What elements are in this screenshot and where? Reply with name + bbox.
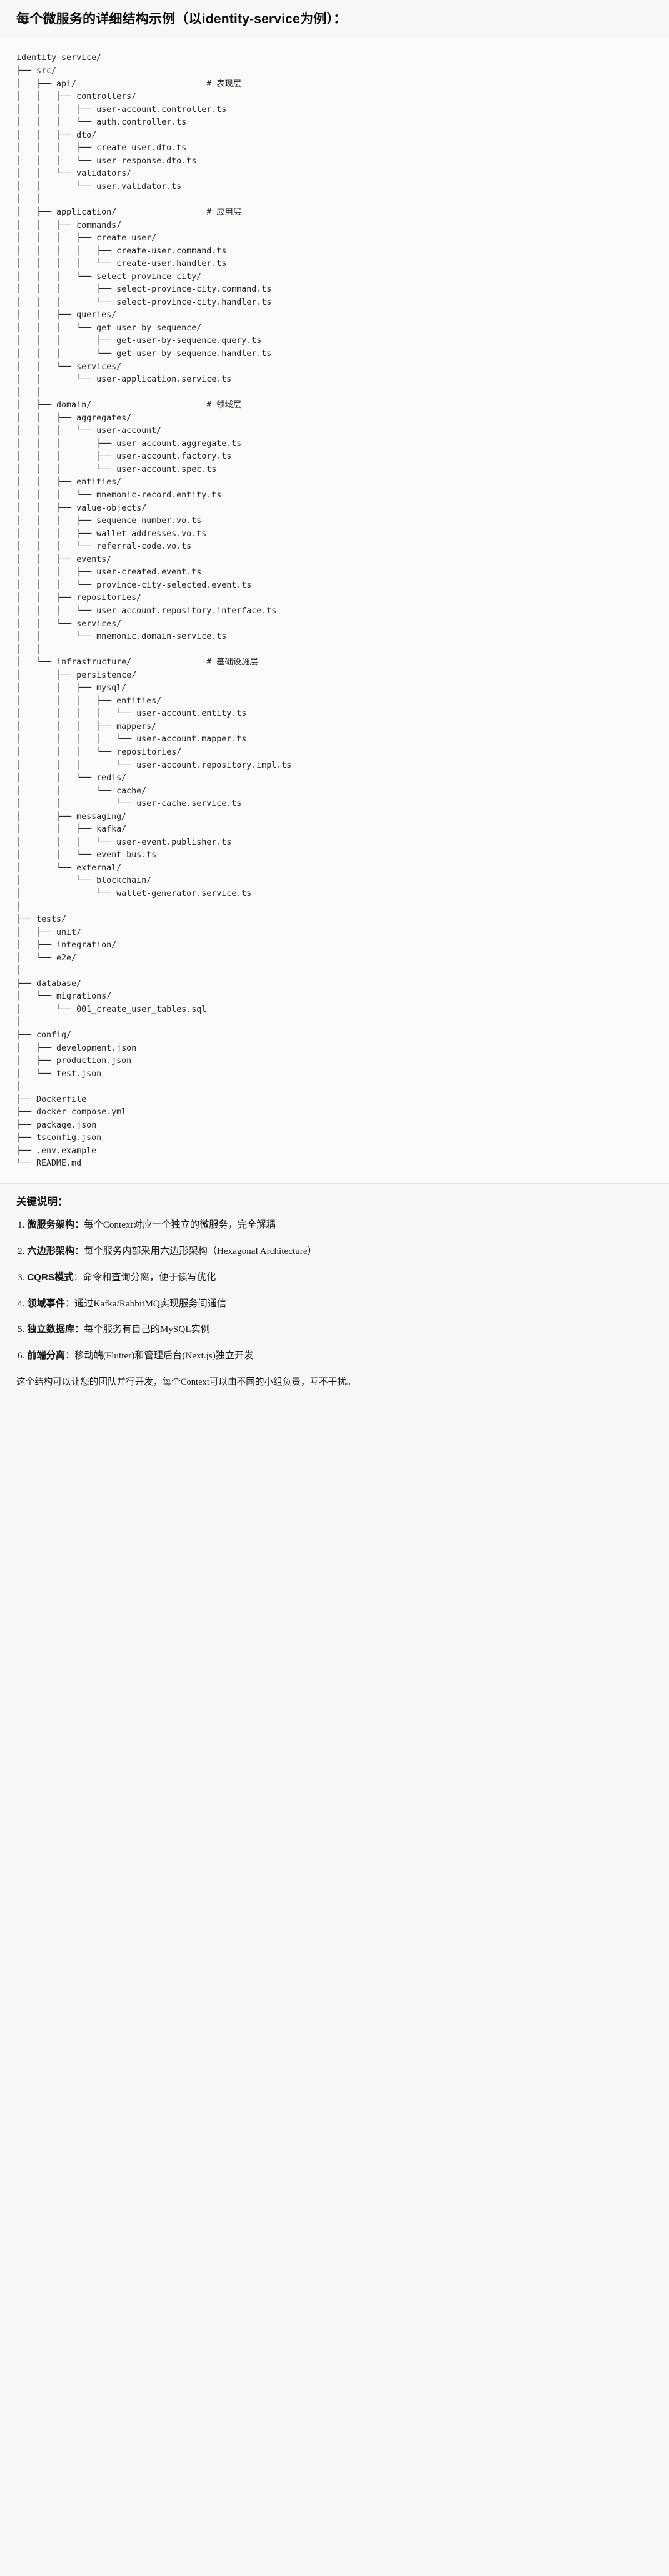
divider-bottom xyxy=(0,1183,669,1184)
note-separator: ： xyxy=(74,1219,84,1231)
note-separator: ： xyxy=(64,1298,75,1309)
page-title: 每个微服务的详细结构示例（以identity-service为例）： xyxy=(16,12,347,26)
note-term: 前端分离 xyxy=(27,1350,65,1362)
note-term: 领域事件 xyxy=(27,1298,65,1309)
note-term: 六边形架构 xyxy=(27,1245,75,1256)
key-notes-title: 关键说明： xyxy=(16,1196,68,1208)
note-term: CQRS模式 xyxy=(27,1271,74,1283)
key-notes-list: 微服务架构：每个Context对应一个独立的微服务，完全解耦 六边形架构：每个服… xyxy=(16,1218,653,1363)
closing-paragraph: 这个结构可以让您的团队并行开发，每个Context可以由不同的小组负责，互不干扰… xyxy=(16,1377,356,1387)
note-separator: ： xyxy=(64,1350,75,1362)
key-notes-section: 关键说明： 微服务架构：每个Context对应一个独立的微服务，完全解耦 六边形… xyxy=(0,1184,669,1407)
directory-tree: identity-service/ ├── src/ │ ├── api/ # … xyxy=(16,53,292,1169)
note-description: 通过Kafka/RabbitMQ实现服务间通信 xyxy=(74,1298,227,1309)
note-term: 微服务架构 xyxy=(27,1219,75,1231)
note-description: 每个Context对应一个独立的微服务，完全解耦 xyxy=(84,1219,276,1231)
note-description: 每个服务内部采用六边形架构（Hexagonal Architecture） xyxy=(84,1245,317,1256)
list-item: 独立数据库：每个服务有自己的MySQL实例 xyxy=(18,1323,653,1337)
list-item: 前端分离：移动端(Flutter)和管理后台(Next.js)独立开发 xyxy=(18,1349,653,1363)
list-item: 六边形架构：每个服务内部采用六边形架构（Hexagonal Architectu… xyxy=(18,1245,653,1259)
document-page: 每个微服务的详细结构示例（以identity-service为例）： ident… xyxy=(0,0,669,1406)
note-separator: ： xyxy=(74,1324,84,1335)
note-separator: ： xyxy=(74,1245,84,1256)
list-item: CQRS模式：命令和查询分离，便于读写优化 xyxy=(18,1271,653,1285)
directory-tree-block: identity-service/ ├── src/ │ ├── api/ # … xyxy=(0,38,669,1184)
list-item: 领域事件：通过Kafka/RabbitMQ实现服务间通信 xyxy=(18,1297,653,1311)
note-term: 独立数据库 xyxy=(27,1324,75,1335)
note-description: 命令和查询分离，便于读写优化 xyxy=(83,1271,216,1283)
note-separator: ： xyxy=(73,1271,83,1283)
note-description: 每个服务有自己的MySQL实例 xyxy=(84,1324,210,1335)
list-item: 微服务架构：每个Context对应一个独立的微服务，完全解耦 xyxy=(18,1218,653,1233)
note-description: 移动端(Flutter)和管理后台(Next.js)独立开发 xyxy=(74,1350,254,1362)
